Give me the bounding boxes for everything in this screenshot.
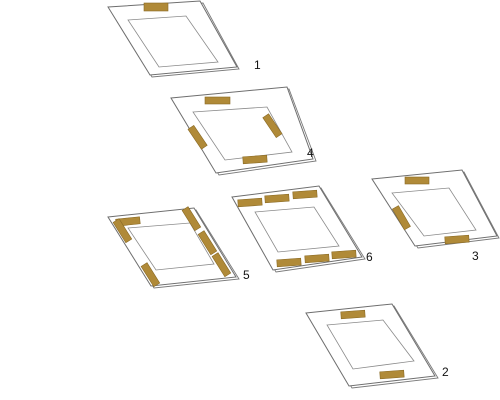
panel-part-2: 2 (305, 303, 449, 389)
pad (379, 369, 405, 380)
pad (242, 154, 268, 165)
pad (340, 309, 366, 320)
pad (143, 2, 169, 12)
pad (264, 193, 290, 204)
pad (404, 176, 430, 185)
part-label-6: 6 (366, 250, 373, 264)
part-label-4: 4 (307, 146, 314, 160)
part-label-2: 2 (442, 365, 449, 379)
pad (444, 234, 470, 245)
pad (211, 252, 232, 278)
pad (331, 249, 357, 260)
panel-part-1: 1 (107, 0, 261, 78)
pad (276, 257, 302, 268)
pad (391, 205, 411, 231)
pad (197, 230, 218, 256)
pad (237, 197, 263, 208)
panel-part-5: 5 (107, 206, 250, 289)
part-label-5: 5 (243, 268, 250, 282)
pad (304, 253, 330, 264)
part-label-1: 1 (254, 58, 261, 72)
panel-part-6: 6 (231, 185, 373, 273)
pad (292, 189, 318, 200)
pad (204, 96, 231, 105)
pad (112, 218, 133, 244)
panel-part-4: 4 (170, 86, 317, 176)
pad (140, 262, 161, 288)
pad (262, 113, 283, 139)
part-label-3: 3 (472, 249, 479, 263)
pad (181, 206, 202, 232)
panel-part-3: 3 (371, 169, 500, 263)
pad (187, 124, 208, 150)
